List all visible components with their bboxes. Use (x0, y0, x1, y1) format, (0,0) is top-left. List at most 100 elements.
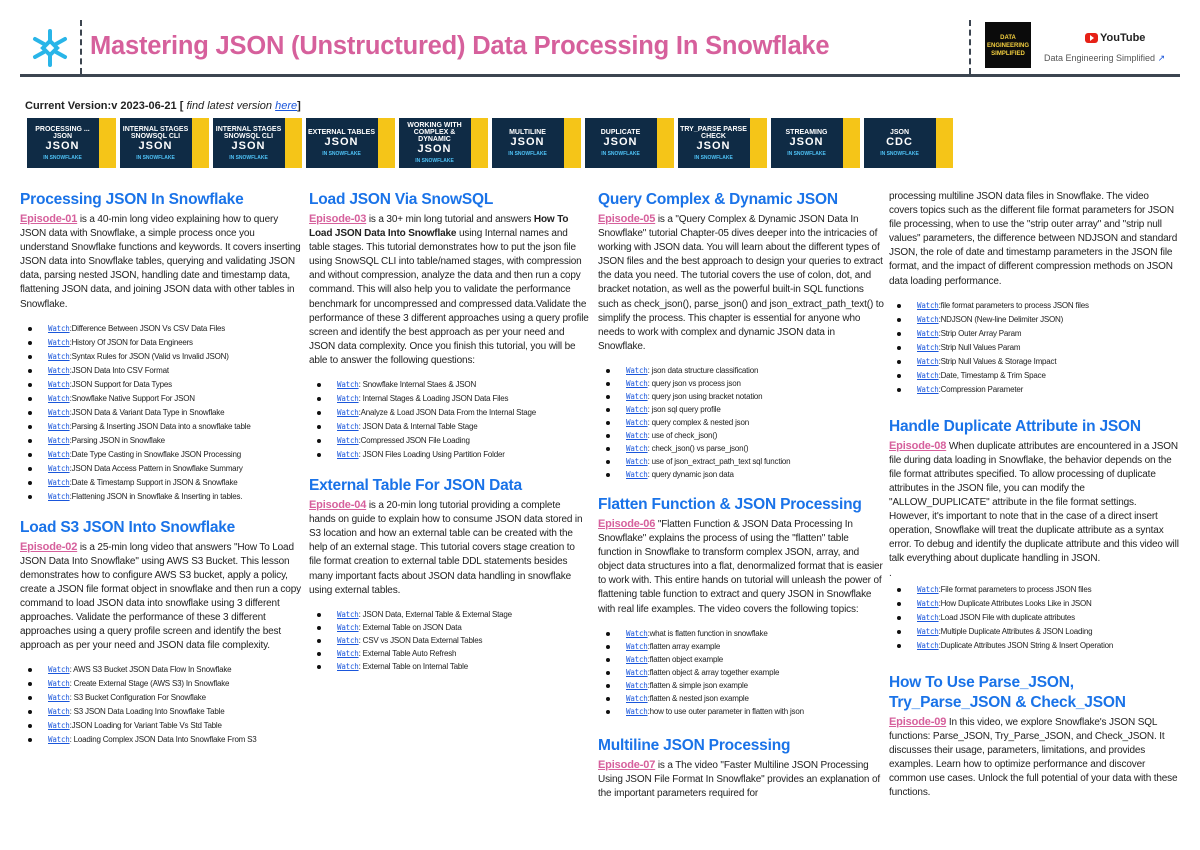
episode-link[interactable]: Episode-09 (889, 715, 947, 728)
watch-link[interactable]: Watch (626, 391, 648, 401)
watch-link[interactable]: Watch (337, 422, 359, 432)
thumbnail-top-text: JSON (889, 129, 910, 136)
watch-link[interactable]: Watch (48, 337, 70, 347)
watch-topic: :Snowflake Native Support For JSON (69, 393, 195, 403)
watch-link[interactable]: Watch (337, 450, 359, 460)
watch-topic: : json sql query profile (647, 404, 721, 414)
episode-link[interactable]: Episode-03 (309, 213, 367, 225)
watch-link[interactable]: Watch (917, 370, 939, 380)
channel-logo[interactable]: DATA ENGINEERING SIMPLIFIED (985, 22, 1031, 68)
watch-link[interactable]: Watch (48, 477, 70, 487)
watch-link[interactable]: Watch (48, 491, 70, 501)
watch-link[interactable]: Watch (48, 323, 70, 333)
external-link-icon[interactable]: ↗ (1157, 53, 1166, 63)
watch-link[interactable]: Watch (337, 661, 359, 671)
watch-link[interactable]: Watch (917, 612, 939, 622)
watch-link[interactable]: Watch (917, 300, 939, 310)
episode-link[interactable]: Episode-05 (598, 213, 656, 225)
watch-link[interactable]: Watch (337, 380, 359, 390)
section-heading: Multiline JSON Processing (598, 736, 791, 754)
watch-link[interactable]: Watch (626, 430, 648, 440)
watch-link[interactable]: Watch (48, 421, 70, 431)
youtube-link[interactable]: YouTube (1085, 32, 1145, 44)
youtube-icon (1085, 33, 1098, 43)
watch-link[interactable]: Watch (48, 393, 70, 403)
list-item: Watch: JSON Data, External Table & Exter… (317, 608, 589, 621)
list-item: Watch:History Of JSON for Data Engineers (28, 336, 302, 350)
watch-link[interactable]: Watch (48, 679, 70, 689)
channel-name[interactable]: Data Engineering Simplified ↗ (1044, 53, 1165, 64)
watch-link[interactable]: Watch (337, 436, 359, 446)
thumbnail-big-text: JSON (45, 139, 80, 152)
watch-link[interactable]: Watch (626, 417, 648, 427)
list-item: Watch:flatten object example (606, 653, 884, 666)
watch-link[interactable]: Watch (48, 351, 70, 361)
watch-link[interactable]: Watch (917, 356, 939, 366)
episode-link[interactable]: Episode-06 (598, 517, 656, 530)
watch-link[interactable]: Watch (48, 665, 70, 675)
watch-list: Watch: JSON Data, External Table & Exter… (309, 608, 589, 673)
watch-link[interactable]: Watch (626, 404, 648, 414)
list-item: Watch: json sql query profile (606, 403, 884, 416)
watch-link[interactable]: Watch (48, 463, 70, 473)
watch-topic: :Date & Timestamp Support in JSON & Snow… (69, 477, 238, 487)
watch-link[interactable]: Watch (626, 680, 648, 690)
episode-link[interactable]: Episode-01 (20, 213, 78, 225)
watch-link[interactable]: Watch (917, 314, 939, 324)
watch-link[interactable]: Watch (626, 693, 648, 703)
watch-link[interactable]: Watch (48, 449, 70, 459)
watch-link[interactable]: Watch (626, 378, 648, 388)
section-description: Episode-09 In this video, we explore Sno… (889, 715, 1179, 801)
watch-link[interactable]: Watch (626, 706, 648, 716)
watch-topic: :Multiple Duplicate Attributes & JSON Lo… (938, 626, 1093, 636)
watch-link[interactable]: Watch (48, 735, 70, 745)
watch-link[interactable]: Watch (917, 384, 939, 394)
watch-link[interactable]: Watch (337, 408, 359, 418)
watch-link[interactable]: Watch (917, 584, 939, 594)
watch-link[interactable]: Watch (917, 598, 939, 608)
watch-link[interactable]: Watch (337, 609, 359, 619)
episode-link[interactable]: Episode-08 (889, 439, 947, 452)
watch-link[interactable]: Watch (337, 394, 359, 404)
watch-topic: : Internal Stages & Loading JSON Data Fi… (358, 394, 509, 404)
watch-link[interactable]: Watch (917, 342, 939, 352)
watch-link[interactable]: Watch (48, 721, 70, 731)
watch-link[interactable]: Watch (626, 654, 648, 664)
watch-link[interactable]: Watch (626, 667, 648, 677)
watch-link[interactable]: Watch (337, 622, 359, 632)
watch-link[interactable]: Watch (626, 469, 648, 479)
watch-link[interactable]: Watch (626, 641, 648, 651)
watch-topic: : use of json_extract_path_text sql func… (647, 456, 791, 466)
find-latest-text: find latest version (186, 100, 273, 112)
watch-link[interactable]: Watch (48, 693, 70, 703)
watch-link[interactable]: Watch (48, 707, 70, 717)
watch-link[interactable]: Watch (626, 443, 648, 453)
episode-link[interactable]: Episode-04 (309, 499, 367, 512)
watch-link[interactable]: Watch (48, 435, 70, 445)
watch-link[interactable]: Watch (337, 635, 359, 645)
watch-link[interactable]: Watch (626, 628, 648, 638)
watch-link[interactable]: Watch (48, 365, 70, 375)
watch-link[interactable]: Watch (917, 626, 939, 636)
watch-link[interactable]: Watch (48, 379, 70, 389)
watch-link[interactable]: Watch (917, 328, 939, 338)
latest-version-link[interactable]: here (275, 100, 298, 112)
watch-topic: :what is flatten function in snowflake (647, 628, 768, 638)
episode-link[interactable]: Episode-07 (598, 758, 656, 771)
episode-link[interactable]: Episode-02 (20, 540, 78, 553)
watch-link[interactable]: Watch (337, 648, 359, 658)
watch-link[interactable]: Watch (626, 365, 648, 375)
watch-link[interactable]: Watch (917, 640, 939, 650)
watch-link[interactable]: Watch (626, 456, 648, 466)
watch-link[interactable]: Watch (48, 407, 70, 417)
